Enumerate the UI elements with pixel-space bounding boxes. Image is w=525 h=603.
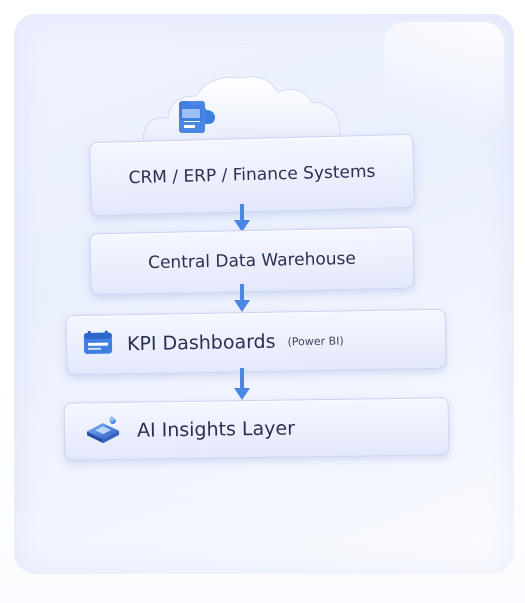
arrow-down-icon: [234, 204, 250, 232]
ai-chip-icon: [83, 412, 124, 450]
step-central-data-warehouse: Central Data Warehouse: [89, 226, 415, 296]
step-label: KPI Dashboards: [126, 330, 276, 356]
step-label: Central Data Warehouse: [147, 248, 357, 274]
step-ai-insights-layer: AI Insights Layer: [63, 397, 450, 461]
step-sublabel: (Power BI): [287, 333, 344, 348]
data-sources-cloud: [140, 70, 345, 160]
dashboard-icon: [83, 330, 114, 360]
step-label: CRM / ERP / Finance Systems: [128, 161, 376, 189]
step-kpi-dashboards: KPI Dashboards (Power BI): [65, 308, 447, 376]
step-label: AI Insights Layer: [136, 417, 296, 442]
arrow-down-icon: [234, 284, 250, 312]
step-crm-erp-finance: CRM / ERP / Finance Systems: [89, 133, 415, 217]
arrow-down-icon: [234, 368, 250, 400]
